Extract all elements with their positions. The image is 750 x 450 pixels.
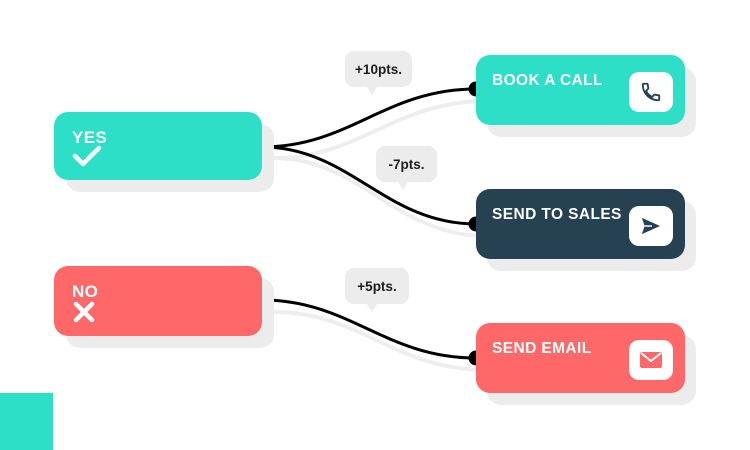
connector-no-send-email [261,298,477,360]
mail-icon [640,352,662,368]
connector-shadow [273,156,488,238]
phone-icon [641,82,661,102]
connector-shadow [273,99,488,160]
connector-yes-book-call [261,87,477,149]
corner-decoration [0,393,53,450]
phone-icon-box [629,72,673,112]
decision-no[interactable]: NO [54,266,262,336]
check-icon [72,145,102,167]
decision-no-label: NO [72,282,99,301]
connector-yes-send-sales [261,145,477,226]
score-send-to-sales: -7pts. [388,156,425,172]
score-bubble-book-a-call: +10pts. [345,51,412,95]
action-send-to-sales-label: SEND TO SALES [492,206,622,223]
score-send-email: +5pts. [357,278,397,294]
action-book-a-call-label: BOOK A CALL [492,72,603,89]
action-send-to-sales[interactable]: SEND TO SALES [476,189,685,259]
action-send-email-label: SEND EMAIL [492,340,592,357]
score-book-a-call: +10pts. [355,61,402,77]
send-icon [641,217,661,235]
action-book-a-call[interactable]: BOOK A CALL [476,55,685,125]
score-bubble-send-to-sales: -7pts. [376,146,437,190]
mail-icon-box [629,340,673,380]
score-bubble-send-email: +5pts. [345,268,409,312]
x-icon [73,301,95,323]
decision-yes[interactable]: YES [54,112,262,180]
connector-shadow [273,310,488,372]
action-send-email[interactable]: SEND EMAIL [476,323,685,393]
decision-yes-label: YES [72,128,108,147]
send-icon-box [629,206,673,246]
